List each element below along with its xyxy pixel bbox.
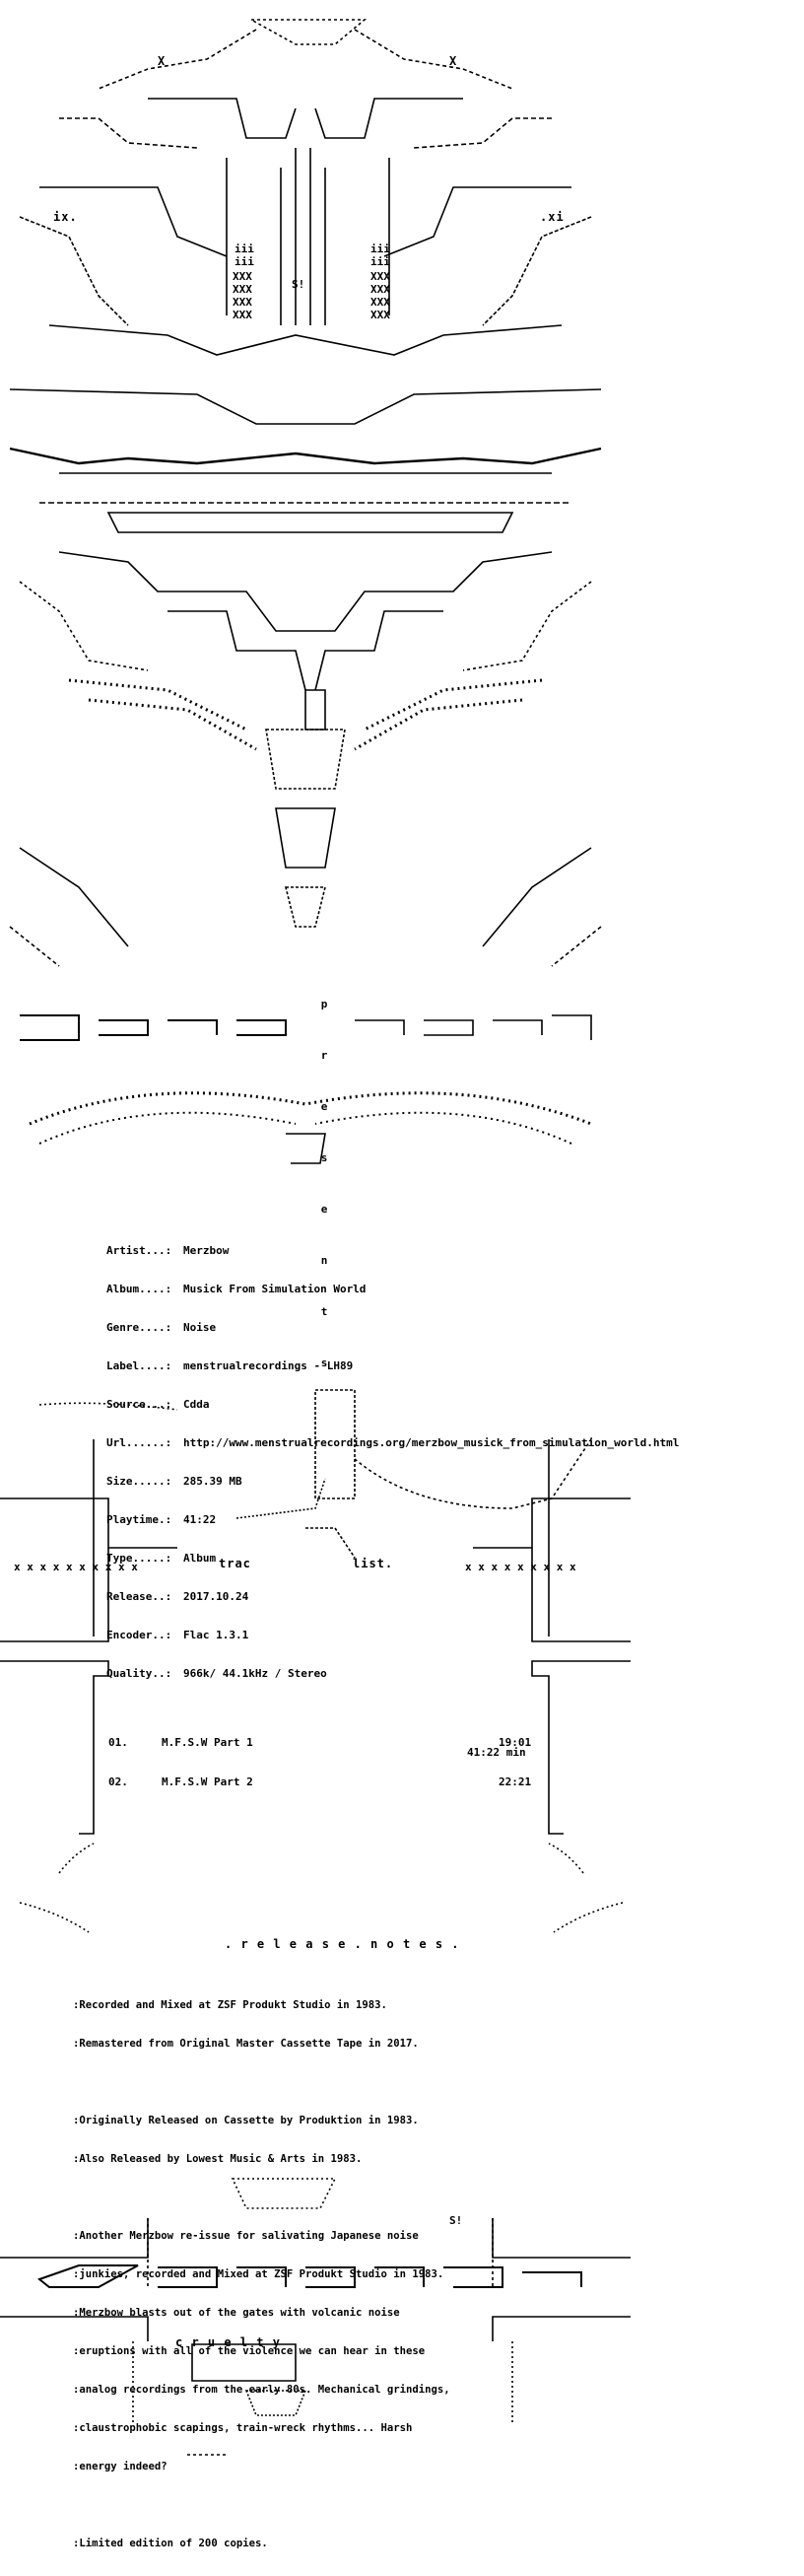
xxx-right-4: XXX bbox=[370, 309, 390, 321]
iii-right-1: iii bbox=[370, 243, 390, 255]
info-key: Artist...: bbox=[106, 1244, 172, 1257]
track-row: 02. M.F.S.W Part 2 22:21 bbox=[108, 1775, 538, 1789]
tracklist-frame-art: x x x x x x x x x x x x x x x x x x x bbox=[0, 1380, 804, 1991]
info-row: Encoder..: Flac 1.3.1 bbox=[106, 1629, 679, 1641]
info-key: Type.....: bbox=[106, 1552, 172, 1565]
info-key: Url......: bbox=[106, 1436, 172, 1449]
header-ascii-art: X X ix. .xi iii iii iii iii XXX XXX XXX … bbox=[0, 0, 804, 1222]
info-key: Playtime.: bbox=[106, 1513, 172, 1526]
note-line: :Originally Released on Cassette by Prod… bbox=[73, 2115, 419, 2126]
note-line: :Remastered from Original Master Cassett… bbox=[73, 2038, 419, 2050]
info-value: 2017.10.24 bbox=[183, 1590, 249, 1603]
footer-s-mark: S! bbox=[449, 2214, 463, 2227]
info-key: Label....: bbox=[106, 1359, 172, 1372]
tracklist-label-end: list. bbox=[353, 1557, 394, 1570]
iii-right-2: iii bbox=[370, 255, 390, 268]
presents-letter: s bbox=[320, 1151, 328, 1164]
presents-letter: r bbox=[320, 1049, 328, 1062]
footer-ascii-art: S! bbox=[0, 2169, 804, 2461]
xxx-left-1: XXX bbox=[233, 270, 252, 283]
info-url[interactable]: http://www.menstrualrecordings.org/merzb… bbox=[183, 1436, 680, 1449]
info-key: Source...: bbox=[106, 1398, 172, 1411]
info-row: Playtime.: 41:22 bbox=[106, 1513, 679, 1526]
tracklist: 01. M.F.S.W Part 1 19:01 02. M.F.S.W Par… bbox=[108, 1710, 538, 1815]
note-line: :eruptions with all of the violence we c… bbox=[73, 2345, 426, 2357]
track-title: M.F.S.W Part 2 bbox=[162, 1775, 253, 1788]
track-title: M.F.S.W Part 1 bbox=[162, 1736, 253, 1749]
note-line: :analog recordings from the early 80s. M… bbox=[73, 2384, 450, 2396]
xxx-right-3: XXX bbox=[370, 296, 390, 309]
xi-mark: .xi bbox=[540, 210, 565, 224]
ix-mark: ix. bbox=[53, 210, 78, 224]
info-row: Source...: Cdda bbox=[106, 1398, 679, 1411]
note-line bbox=[73, 2499, 450, 2512]
s-mark: S! bbox=[292, 278, 305, 291]
note-line bbox=[73, 2076, 450, 2089]
track-duration: 22:21 bbox=[499, 1775, 532, 1788]
info-value: 41:22 bbox=[183, 1513, 217, 1526]
info-value: Album bbox=[183, 1552, 217, 1565]
note-line: :claustrophobic scapings, train-wreck rh… bbox=[73, 2422, 413, 2434]
crown-mark-left: X bbox=[158, 54, 167, 68]
info-value: 285.39 MB bbox=[183, 1475, 242, 1488]
note-line: :Merzbow blasts out of the gates with vo… bbox=[73, 2307, 400, 2319]
track-row: 01. M.F.S.W Part 1 19:01 bbox=[108, 1736, 538, 1750]
presents-vertical: p r e s e n t s bbox=[317, 972, 331, 1408]
info-row: Type.....: Album bbox=[106, 1552, 679, 1565]
release-notes-label: . r e l e a s e . n o t e s . bbox=[225, 1937, 460, 1951]
note-line: :Limited edition of 200 copies. bbox=[73, 2538, 268, 2549]
note-line: :junkies, recorded and Mixed at ZSF Prod… bbox=[73, 2268, 444, 2280]
info-value: 966k/ 44.1kHz / Stereo bbox=[183, 1667, 327, 1680]
info-value: Cdda bbox=[183, 1398, 210, 1411]
info-key: Genre....: bbox=[106, 1321, 172, 1334]
presents-letter: e bbox=[320, 1203, 328, 1216]
iii-left-1: iii bbox=[234, 243, 254, 255]
info-value: menstrualrecordings - LH89 bbox=[183, 1359, 354, 1372]
x-row-right: x x x x x x x x x bbox=[465, 1561, 576, 1573]
info-row: Genre....: Noise bbox=[106, 1321, 679, 1334]
note-line: :Another Merzbow re-issue for salivating… bbox=[73, 2230, 419, 2242]
presents-letter: n bbox=[320, 1254, 328, 1267]
info-key: Size.....: bbox=[106, 1475, 172, 1488]
info-value: Merzbow bbox=[183, 1244, 230, 1257]
presents-letter: t bbox=[320, 1305, 328, 1318]
info-row: Quality..: 966k/ 44.1kHz / Stereo bbox=[106, 1667, 679, 1680]
note-line: :Recorded and Mixed at ZSF Produkt Studi… bbox=[73, 1999, 387, 2011]
release-notes: :Recorded and Mixed at ZSF Produkt Studi… bbox=[73, 1974, 450, 2576]
info-row: Artist...: Merzbow bbox=[106, 1244, 679, 1257]
track-number: 02. bbox=[108, 1775, 128, 1788]
crown-mark-right: X bbox=[449, 54, 458, 68]
presents-letter: s bbox=[320, 1357, 328, 1369]
info-row: Label....: menstrualrecordings - LH89 bbox=[106, 1359, 679, 1372]
x-row-left: x x x x x x x x x x bbox=[14, 1561, 138, 1573]
release-info: Artist...: Merzbow Album....: Musick From … bbox=[106, 1218, 679, 1706]
note-line: :energy indeed? bbox=[73, 2461, 168, 2472]
info-row: Release..: 2017.10.24 bbox=[106, 1590, 679, 1603]
track-number: 01. bbox=[108, 1736, 128, 1749]
xxx-left-2: XXX bbox=[233, 283, 252, 296]
info-value: Musick From Simulation World bbox=[183, 1283, 367, 1295]
cruelty-label: c r u e l t y bbox=[175, 2335, 281, 2349]
tracklist-label-start: trac bbox=[219, 1557, 251, 1570]
info-key: Quality..: bbox=[106, 1667, 172, 1680]
xxx-right-1: XXX bbox=[370, 270, 390, 283]
info-value: Flac 1.3.1 bbox=[183, 1629, 249, 1641]
note-line: :Also Released by Lowest Music & Arts in… bbox=[73, 2153, 363, 2165]
info-row: Album....: Musick From Simulation World bbox=[106, 1283, 679, 1295]
xxx-right-2: XXX bbox=[370, 283, 390, 296]
info-key: Encoder..: bbox=[106, 1629, 172, 1641]
info-row: Url......: http://www.menstrualrecordings… bbox=[106, 1436, 679, 1449]
xxx-left-3: XXX bbox=[233, 296, 252, 309]
xxx-left-4: XXX bbox=[233, 309, 252, 321]
track-duration: 19:01 bbox=[499, 1736, 532, 1749]
iii-left-2: iii bbox=[234, 255, 254, 268]
info-key: Release..: bbox=[106, 1590, 172, 1603]
total-time: 41:22 min bbox=[467, 1746, 526, 1759]
presents-letter: e bbox=[320, 1100, 328, 1113]
info-key: Album....: bbox=[106, 1283, 172, 1295]
presents-letter: p bbox=[320, 998, 328, 1010]
info-value: Noise bbox=[183, 1321, 217, 1334]
info-row: Size.....: 285.39 MB bbox=[106, 1475, 679, 1488]
